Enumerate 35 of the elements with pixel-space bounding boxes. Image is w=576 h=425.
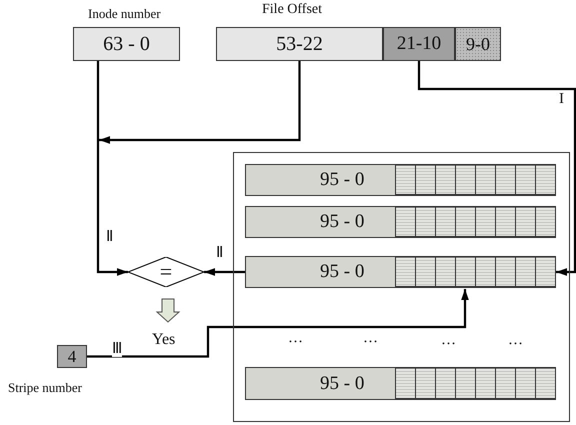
- field-caption: File Offset: [262, 2, 322, 18]
- field-caption: Inode number: [88, 6, 161, 22]
- table-row: [245, 367, 556, 400]
- field-value: 95 - 0: [320, 261, 364, 283]
- field-value: 63 - 0: [103, 32, 150, 56]
- arrow: [99, 61, 301, 144]
- ellipsis: …: [363, 330, 378, 347]
- table-row: [245, 256, 556, 288]
- decision-diamond: [128, 257, 204, 287]
- field-box: [455, 27, 501, 61]
- arrow: [87, 289, 469, 358]
- arrow: [204, 268, 245, 276]
- table-frame: [233, 152, 570, 422]
- result-label: Yes: [152, 331, 176, 349]
- ellipsis: …: [441, 332, 456, 349]
- field-box: [73, 27, 180, 61]
- field-value: 9-0: [466, 34, 490, 54]
- field-box: [383, 27, 455, 61]
- field-value: 95 - 0: [320, 211, 364, 233]
- field-box: [216, 27, 383, 61]
- table-row: [245, 206, 556, 238]
- edge-label: Ⅲ: [112, 342, 122, 357]
- field-value: 95 - 0: [320, 372, 364, 394]
- field-value: 53-22: [276, 32, 323, 56]
- field-value: 21-10: [396, 33, 442, 55]
- field-box: [57, 345, 87, 368]
- arrow: [96, 61, 128, 276]
- ellipsis: …: [508, 332, 523, 349]
- field-value: 95 - 0: [320, 169, 364, 191]
- ellipsis: …: [288, 330, 303, 347]
- field-value: =: [160, 259, 172, 285]
- field-value: 4: [68, 346, 76, 366]
- arrow: [418, 61, 576, 276]
- table-row: [245, 164, 556, 196]
- field-caption: Stripe number: [8, 380, 82, 396]
